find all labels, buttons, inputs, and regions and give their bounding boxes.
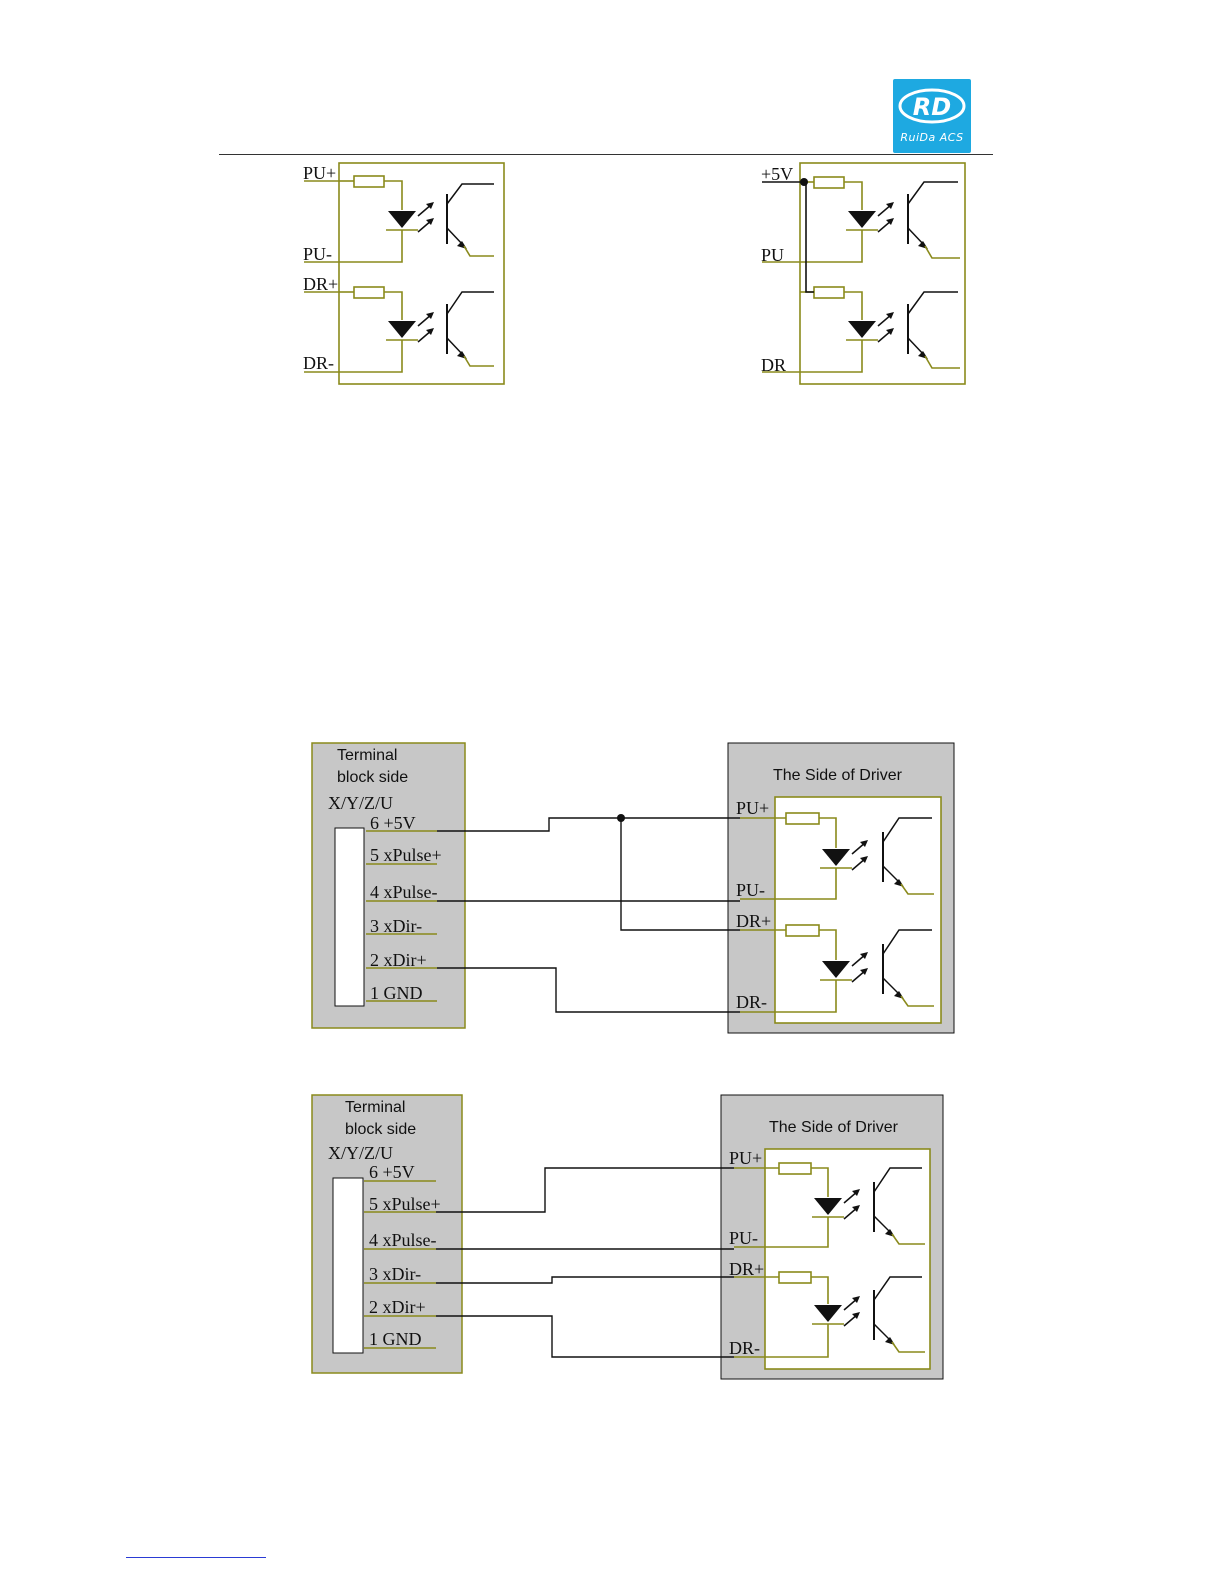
driver-pin-dr-plus: DR+ [729, 1259, 764, 1279]
driver-pin-pu-minus: PU- [729, 1228, 758, 1248]
terminal-title-line1: Terminal [345, 1099, 405, 1116]
label-dr: DR [761, 355, 786, 375]
wiring-diagram-common-anode: Terminal block side X/Y/Z/U 6 +5V 5 xPul… [312, 743, 954, 1033]
label-pu: PU [761, 245, 784, 265]
schematic-differential: PU+ PU- DR+ DR- [303, 163, 504, 384]
pin-6: 6 +5V [369, 1162, 415, 1182]
pin-5: 5 xPulse+ [369, 1194, 441, 1214]
driver-title: The Side of Driver [769, 1119, 899, 1136]
pin-5: 5 xPulse+ [370, 845, 442, 865]
wiring-diagram-differential: Terminal block side X/Y/Z/U 6 +5V 5 xPul… [312, 1095, 943, 1379]
footer-link-underline[interactable] [126, 1557, 266, 1558]
label-pu-plus: PU+ [303, 163, 336, 183]
driver-pin-dr-minus: DR- [736, 992, 767, 1012]
driver-pin-dr-plus: DR+ [736, 911, 771, 931]
label-plus-5v: +5V [761, 164, 793, 184]
driver-pin-dr-minus: DR- [729, 1338, 760, 1358]
terminal-title-line2: block side [337, 769, 408, 786]
label-dr-minus: DR- [303, 353, 334, 373]
axes-label: X/Y/Z/U [328, 1143, 393, 1163]
label-dr-plus: DR+ [303, 274, 338, 294]
pin-3: 3 xDir- [370, 916, 422, 936]
axes-label: X/Y/Z/U [328, 793, 393, 813]
pin-1: 1 GND [370, 983, 423, 1003]
pin-1: 1 GND [369, 1329, 422, 1349]
pin-2: 2 xDir+ [369, 1297, 426, 1317]
pin-4: 4 xPulse- [370, 882, 438, 902]
driver-pin-pu-plus: PU+ [736, 798, 769, 818]
label-pu-minus: PU- [303, 244, 332, 264]
pin-6: 6 +5V [370, 813, 416, 833]
pin-3: 3 xDir- [369, 1264, 421, 1284]
terminal-title-line1: Terminal [337, 747, 397, 764]
driver-pin-pu-plus: PU+ [729, 1148, 762, 1168]
pin-2: 2 xDir+ [370, 950, 427, 970]
pin-4: 4 xPulse- [369, 1230, 437, 1250]
schematic-common-anode: +5V PU DR [761, 163, 965, 384]
terminal-title-line2: block side [345, 1121, 416, 1138]
driver-pin-pu-minus: PU- [736, 880, 765, 900]
driver-title: The Side of Driver [773, 767, 903, 784]
